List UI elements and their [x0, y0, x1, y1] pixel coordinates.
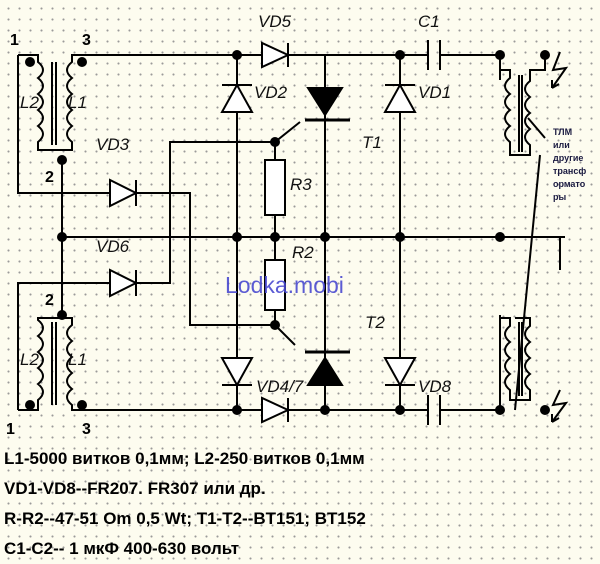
transformer-note-line: ТЛМ	[553, 127, 572, 137]
resistors	[264, 159, 286, 311]
label-l1-top: L1	[68, 93, 87, 112]
note-resistors-thyristors: R-R2--47-51 Om 0,5 Wt; T1-T2--BT151; BT1…	[4, 509, 366, 528]
wires	[17, 54, 565, 411]
label-t2: T2	[365, 313, 385, 332]
thyristors	[305, 87, 350, 386]
transformer-note-line: трансф	[553, 166, 586, 176]
note-coils: L1-5000 витков 0,1мм; L2-250 витков 0,1м…	[4, 449, 365, 468]
transformer-note-line: ормато	[553, 179, 586, 189]
terminal-3-bottom: 3	[82, 421, 91, 438]
transformer-top-left	[18, 54, 80, 151]
transformer-note-line: ры	[553, 192, 566, 202]
circuit-diagram: 1 3 2 2 1 3 L2 L1 L2 L1 VD3 VD6 VD5 VD2 …	[6, 12, 586, 438]
label-vd3: VD3	[96, 135, 130, 154]
label-l2-top: L2	[20, 93, 39, 112]
terminal-2-top: 2	[45, 169, 54, 186]
component-notes: L1-5000 витков 0,1мм; L2-250 витков 0,1м…	[4, 444, 366, 564]
terminal-1-bottom: 1	[6, 421, 15, 438]
terminal-3-top: 3	[82, 32, 91, 49]
label-l1-bottom: L1	[68, 350, 87, 369]
note-capacitors: C1-C2-- 1 мкФ 400-630 вольт	[4, 539, 240, 558]
capacitors	[427, 40, 441, 425]
diodes	[109, 41, 417, 424]
label-vd2: VD2	[254, 83, 288, 102]
label-r2: R2	[292, 243, 314, 262]
transformer-bottom-right	[500, 317, 532, 401]
junctions	[25, 50, 550, 415]
label-r3: R3	[290, 175, 312, 194]
terminal-2-bottom: 2	[45, 292, 54, 309]
spark-gap-icon	[551, 51, 569, 423]
label-l2-bottom: L2	[20, 350, 39, 369]
label-vd8: VD8	[418, 377, 452, 396]
transformer-note: ТЛМ или другие трансф ормато ры	[553, 127, 586, 202]
label-vd6: VD6	[96, 237, 130, 256]
label-vd4-vd7: VD4/7	[256, 377, 304, 396]
transformer-note-line: или	[553, 140, 570, 150]
note-diodes: VD1-VD8--FR207. FR307 или др.	[4, 479, 266, 498]
watermark: Lodka.mobi	[225, 272, 344, 298]
transformer-top-right	[500, 55, 546, 156]
transformer-note-line: другие	[553, 153, 583, 163]
label-c1: C1	[418, 12, 440, 31]
label-vd1: VD1	[418, 83, 451, 102]
label-vd5: VD5	[258, 12, 292, 31]
transformer-bottom-left	[18, 317, 80, 411]
label-t1: T1	[362, 133, 382, 152]
terminal-1-top: 1	[10, 32, 19, 49]
